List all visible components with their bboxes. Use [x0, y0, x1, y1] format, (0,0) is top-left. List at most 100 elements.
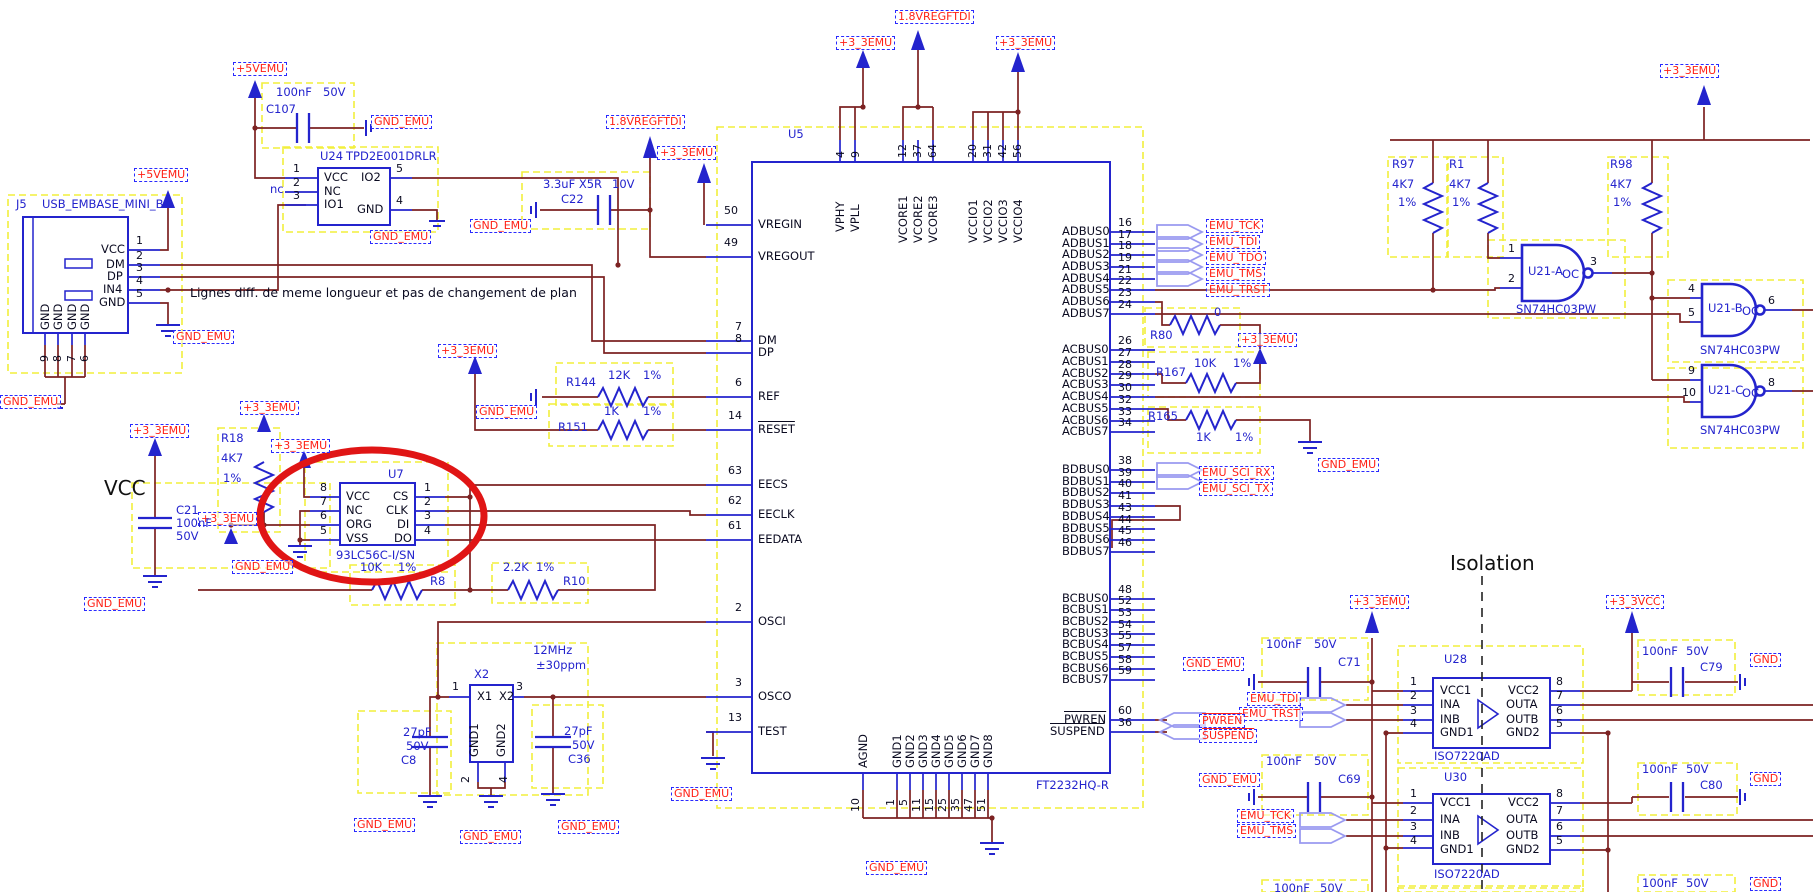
net-label-3-3emu[interactable]: +3_3EMU [438, 344, 498, 359]
pin-name-bdbus3: BDBUS3 [1062, 497, 1110, 511]
net-label-3-3emu[interactable]: +3_3EMU [130, 424, 190, 439]
ref-label-c69: C69 [1338, 772, 1361, 786]
annotation-circle [256, 446, 488, 586]
pin-number-56: 56 [1011, 144, 1024, 158]
net-label-gnd-emu[interactable]: GND_EMU [354, 818, 416, 833]
net-label-3-3emu[interactable]: +3_3EMU [996, 36, 1056, 51]
u24-esd-body[interactable] [317, 167, 391, 226]
net-label-3-3emu[interactable]: +3_3EMU [1660, 64, 1720, 79]
pin-number-4: 4 [1410, 834, 1417, 847]
net-label-3-3emu[interactable]: +3_3EMU [836, 36, 896, 51]
net-label-gnd-emu[interactable]: GND_EMU [558, 820, 620, 835]
pin-name-gnd1: GND1 [1440, 725, 1474, 739]
pin-name-bdbus6: BDBUS6 [1062, 532, 1110, 546]
net-label-5vemu[interactable]: +5VEMU [134, 168, 189, 183]
u21c-nand-gate[interactable] [1700, 363, 1766, 419]
net-label-gnd-emu[interactable]: GND_EMU [1199, 773, 1261, 788]
net-label-3-3emu[interactable]: +3_3EMU [240, 401, 300, 416]
ref-label-1: 1% [398, 560, 417, 574]
net-label-gnd-emu[interactable]: GND_EMU [1183, 657, 1245, 672]
net-label-emu-tck[interactable]: EMU_TCK [1206, 219, 1263, 234]
note-text-lignes-diff-de-meme-longueur-et-pas-de-changement-de-plan: Lignes diff. de meme longueur et pas de … [190, 285, 577, 300]
net-label-emu-tdi[interactable]: EMU_TDI [1247, 692, 1302, 707]
pin-name-vregout: VREGOUT [758, 249, 815, 263]
net-label-gnd-emu[interactable]: GND_EMU [370, 230, 432, 245]
u21a-nand-gate[interactable] [1520, 243, 1594, 303]
pin-number-5: 5 [320, 524, 327, 537]
u28-isolator-body[interactable] [1432, 677, 1551, 749]
net-label-gnd[interactable]: GND [1750, 877, 1782, 892]
x2-crystal-body[interactable] [469, 684, 514, 763]
u7-eeprom-body[interactable] [339, 482, 416, 546]
net-label-gnd-emu[interactable]: GND_EMU [671, 787, 733, 802]
net-label-gnd-emu[interactable]: GND_EMU [470, 219, 532, 234]
net-label-emu-tms[interactable]: EMU_TMS [1237, 824, 1297, 839]
ref-label-50v: 50V [1686, 762, 1709, 776]
net-label-emu-trst[interactable]: EMU_TRST [1206, 283, 1271, 298]
net-label-gnd[interactable]: GND [1750, 772, 1782, 787]
net-label-suspend[interactable]: SUSPEND [1199, 729, 1258, 744]
pin-name-adbus7: ADBUS7 [1062, 306, 1110, 320]
net-label-gnd-emu[interactable]: GND_EMU [232, 560, 294, 575]
ref-label-r165: R165 [1148, 409, 1178, 423]
ref-label-10v: 10V [612, 177, 635, 191]
net-label-gnd-emu[interactable]: GND_EMU [866, 861, 928, 876]
pin-name-vcc1: VCC1 [1440, 795, 1472, 809]
net-label-gnd-emu[interactable]: GND_EMU [371, 115, 433, 130]
net-label-emu-sci-rx[interactable]: EMU_SCI_RX [1199, 466, 1274, 481]
net-label-gnd-emu[interactable]: GND_EMU [1318, 458, 1380, 473]
pin-number-5: 5 [1688, 306, 1695, 319]
pin-number-25: 25 [936, 798, 949, 812]
net-label-3-3emu[interactable]: +3_3EMU [198, 512, 258, 527]
net-label-emu-tms[interactable]: EMU_TMS [1206, 267, 1266, 282]
pin-name-vphy: VPHY [833, 201, 847, 232]
ref-label-iso7220ad: ISO7220AD [1434, 867, 1500, 881]
pin-number-58: 58 [1118, 653, 1132, 666]
pin-number-4: 4 [834, 151, 847, 158]
net-label-3-3emu[interactable]: +3_3EMU [271, 439, 331, 454]
net-label-gnd-emu[interactable]: GND_EMU [84, 597, 146, 612]
net-label-emu-trst[interactable]: EMU_TRST [1239, 707, 1304, 722]
ref-label-r151: R151 [558, 420, 588, 434]
net-label-gnd-emu[interactable]: GND_EMU [0, 395, 62, 410]
pin-number-45: 45 [1118, 524, 1132, 537]
net-label-gnd-emu[interactable]: GND_EMU [173, 330, 235, 345]
net-label-5vemu[interactable]: +5VEMU [233, 62, 288, 77]
u21b-nand-gate[interactable] [1700, 282, 1766, 338]
ref-label-c8: C8 [401, 753, 417, 767]
ref-label-1: 1% [1233, 356, 1252, 370]
pin-number-4: 4 [1410, 717, 1417, 730]
pin-number-4: 4 [136, 274, 143, 287]
j5-usb-connector[interactable] [22, 216, 129, 334]
net-label-1-8vregftdi[interactable]: 1.8VREGFTDI [895, 10, 974, 25]
net-label-gnd-emu[interactable]: GND_EMU [476, 405, 538, 420]
net-label-3-3emu[interactable]: +3_3EMU [657, 146, 717, 161]
pin-number-2: 2 [293, 176, 300, 189]
pin-name-x1: X1 [477, 689, 493, 703]
u30-isolator-body[interactable] [1432, 793, 1551, 865]
net-label-3-3emu[interactable]: +3_3EMU [1350, 595, 1410, 610]
pin-name-bcbus0: BCBUS0 [1062, 591, 1109, 605]
net-label-1-8vregftdi[interactable]: 1.8VREGFTDI [606, 115, 685, 130]
pin-name-inb: INB [1440, 828, 1460, 842]
u5-ft2232-body[interactable] [751, 161, 1111, 774]
net-label-3-3emu[interactable]: +3_3EMU [1238, 333, 1298, 348]
net-label-emu-tdi[interactable]: EMU_TDI [1206, 235, 1261, 250]
pin-number-2: 2 [459, 776, 472, 783]
ref-label-50v: 50V [1686, 644, 1709, 658]
ref-label-u30: U30 [1444, 770, 1468, 784]
net-label-3-3vcc[interactable]: +3_3VCC [1606, 595, 1664, 610]
pin-number-8: 8 [320, 481, 327, 494]
pin-number-12: 12 [896, 144, 909, 158]
net-label-emu-tdo[interactable]: EMU_TDO [1206, 251, 1266, 266]
net-label-pwren[interactable]: PWREN [1199, 714, 1246, 729]
net-label-gnd-emu[interactable]: GND_EMU [460, 830, 522, 845]
pin-name-x2: X2 [499, 689, 515, 703]
pin-name-clk: CLK [386, 503, 408, 517]
net-label-emu-tck[interactable]: EMU_TCK [1237, 809, 1294, 824]
pin-number-18: 18 [1118, 239, 1132, 252]
net-label-gnd[interactable]: GND [1750, 653, 1782, 668]
ref-label-tpd2e001drlr: TPD2E001DRLR [346, 149, 437, 163]
net-label-emu-sci-tx[interactable]: EMU_SCI_TX [1199, 482, 1273, 497]
